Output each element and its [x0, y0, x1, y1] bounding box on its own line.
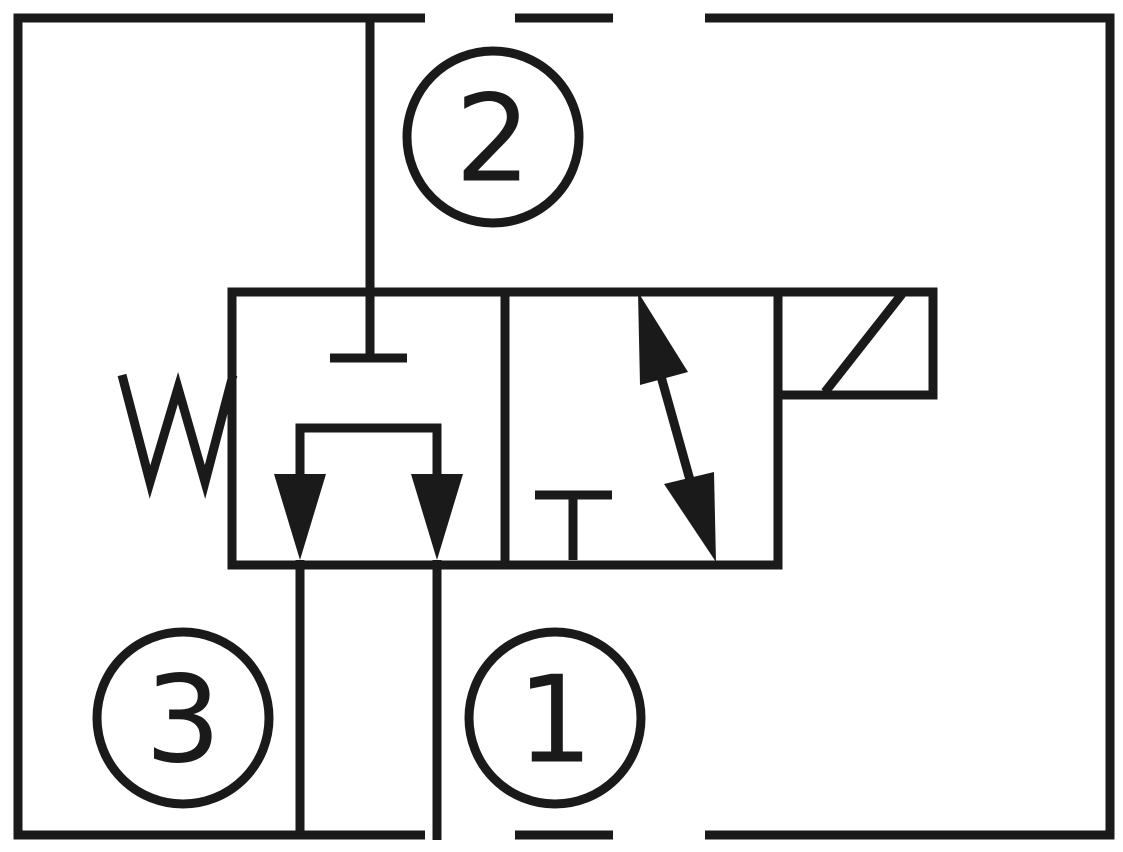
arrow-down-icon: [411, 474, 463, 560]
arrow-down-icon: [664, 472, 716, 562]
right-envelope-flow: [535, 292, 716, 562]
valve-body: [227, 287, 783, 570]
port-1-label: 1: [517, 652, 593, 791]
port-3-marker: 3: [92, 627, 274, 809]
port-2-marker: 2: [402, 46, 584, 228]
solenoid-actuator: [778, 287, 938, 400]
outer-boundary: [13, 13, 1115, 840]
left-envelope-flow: [274, 423, 463, 560]
port-1-marker: 1: [464, 627, 646, 809]
arrow-up-icon: [638, 292, 688, 385]
port-2-label: 2: [455, 71, 531, 210]
port-3-label: 3: [145, 652, 221, 791]
spring-symbol: [117, 371, 238, 500]
arrow-down-icon: [274, 474, 326, 560]
port-2-line: [330, 18, 407, 363]
